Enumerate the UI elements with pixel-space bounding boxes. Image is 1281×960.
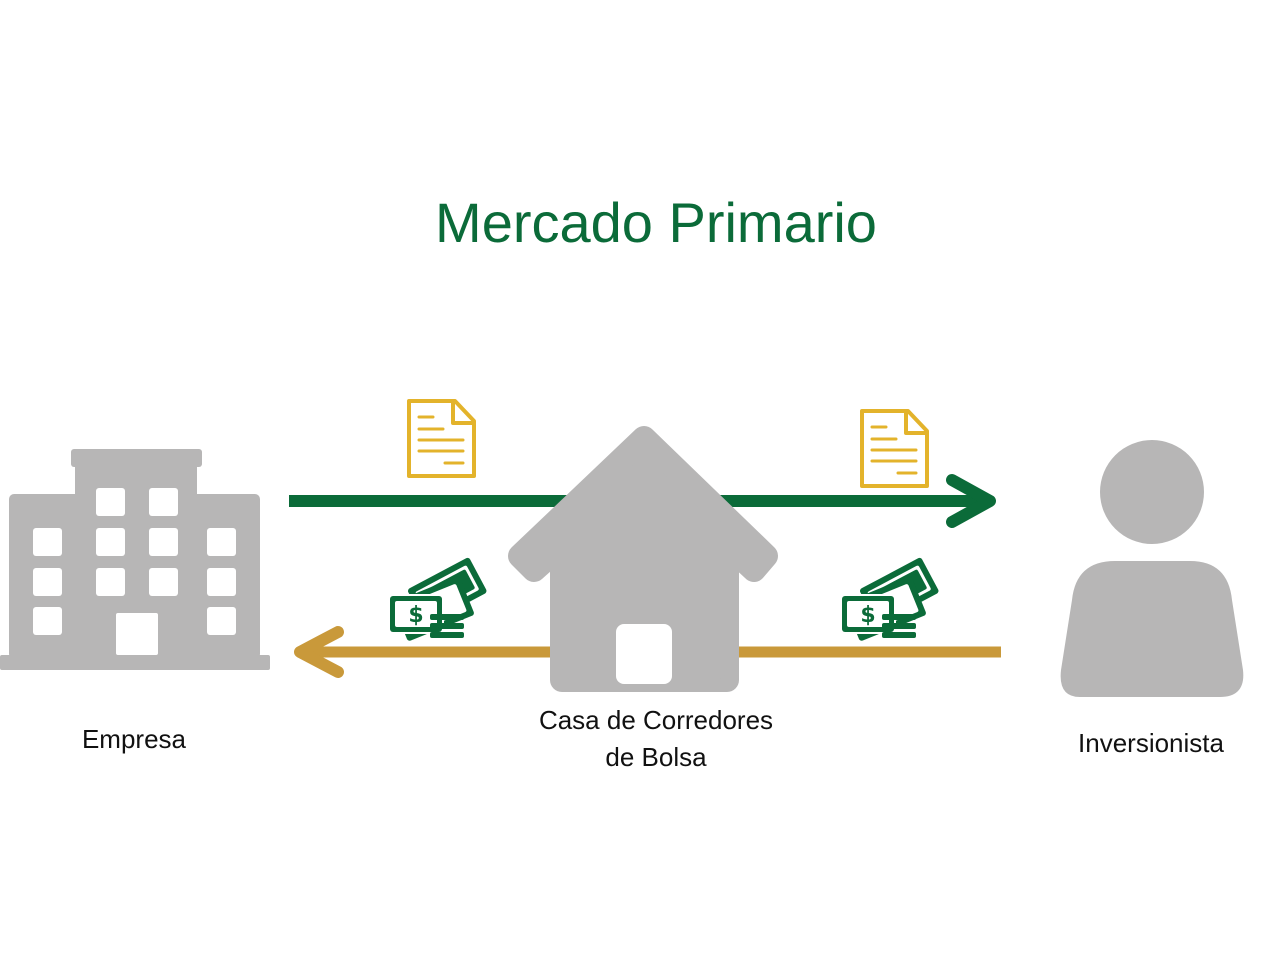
document-icon — [860, 409, 929, 488]
inversionista-label: Inversionista — [1078, 728, 1224, 758]
svg-text:$: $ — [860, 603, 875, 628]
svg-text:$: $ — [408, 603, 423, 628]
company-building-icon — [0, 449, 270, 670]
casa-label-line-1: Casa de Corredores — [538, 705, 774, 735]
empresa-label: Empresa — [81, 724, 187, 754]
money-icon: $ — [388, 557, 487, 641]
brokerage-house-icon — [508, 426, 778, 692]
investor-person-icon — [1060, 440, 1244, 697]
casa-de-corredores-label: Casa de Corredores de Bolsa — [486, 702, 826, 776]
casa-label-line-2: de Bolsa — [605, 742, 707, 772]
money-icon: $ — [840, 557, 939, 641]
page-title: Mercado Primario — [435, 191, 877, 254]
document-icon — [407, 399, 476, 478]
